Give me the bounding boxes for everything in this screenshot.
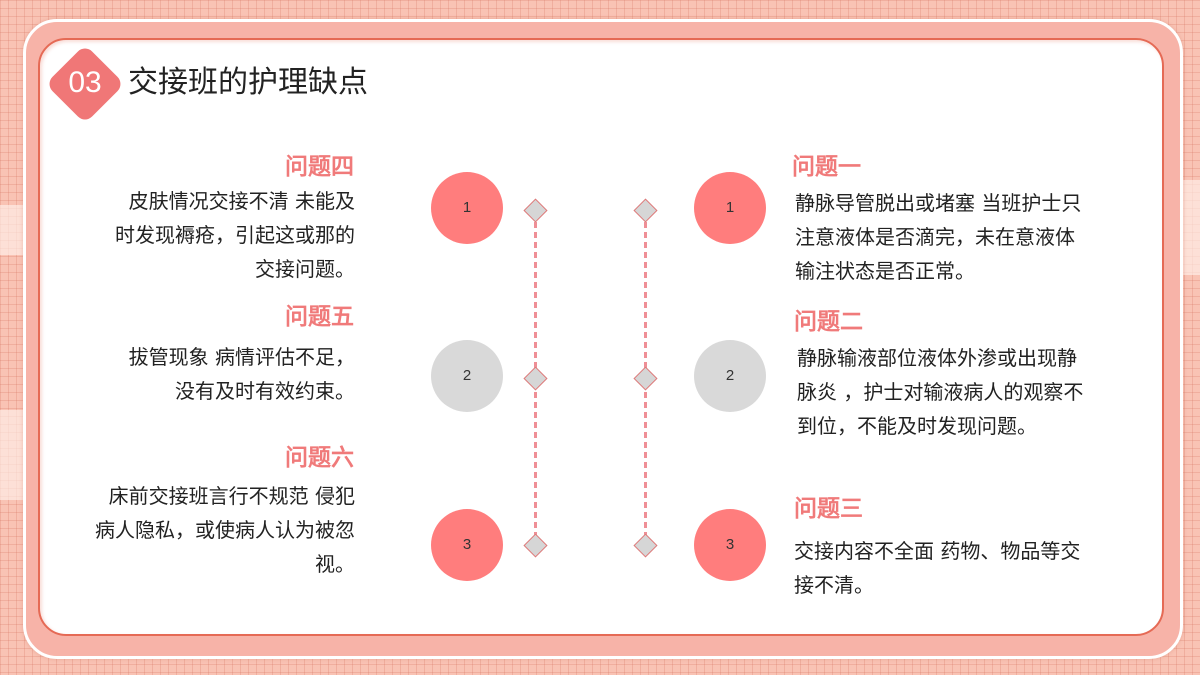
issue-heading-4: 问题四 [285,154,354,180]
background-highlight [0,205,24,255]
issue-heading-3: 问题三 [794,496,863,522]
background-highlight [1183,180,1200,275]
left-marker-1: 1 [431,172,503,244]
content-panel [38,38,1164,636]
right-marker-1: 1 [694,172,766,244]
issue-body-4: 皮肤情况交接不清 未能及 时发现褥疮，引起这或那的 交接问题。 [115,189,355,281]
issue-body-2: 静脉输液部位液体外渗或出现静 脉炎 ，护士对输液病人的观察不 到位，不能及时发现… [797,346,1084,438]
issue-body-6: 床前交接班言行不规范 侵犯 病人隐私，或使病人认为被忽 视。 [95,484,355,576]
issue-body-3: 交接内容不全面 药物、物品等交 接不清。 [794,539,1081,597]
issue-heading-1: 问题一 [792,154,861,180]
right-marker-2: 2 [694,340,766,412]
issue-body-1: 静脉导管脱出或堵塞 当班护士只 注意液体是否滴完，未在意液体 输注状态是否正常。 [795,191,1082,283]
issue-heading-6: 问题六 [285,445,354,471]
section-number: 03 [68,66,102,99]
background-highlight [0,410,24,500]
right-marker-3: 3 [694,509,766,581]
page-title: 交接班的护理缺点 [128,65,368,100]
left-marker-3: 3 [431,509,503,581]
issue-body-5: 拔管现象 病情评估不足， 没有及时有效约束。 [128,345,355,403]
issue-heading-5: 问题五 [285,304,354,330]
left-marker-2: 2 [431,340,503,412]
issue-heading-2: 问题二 [794,309,863,335]
